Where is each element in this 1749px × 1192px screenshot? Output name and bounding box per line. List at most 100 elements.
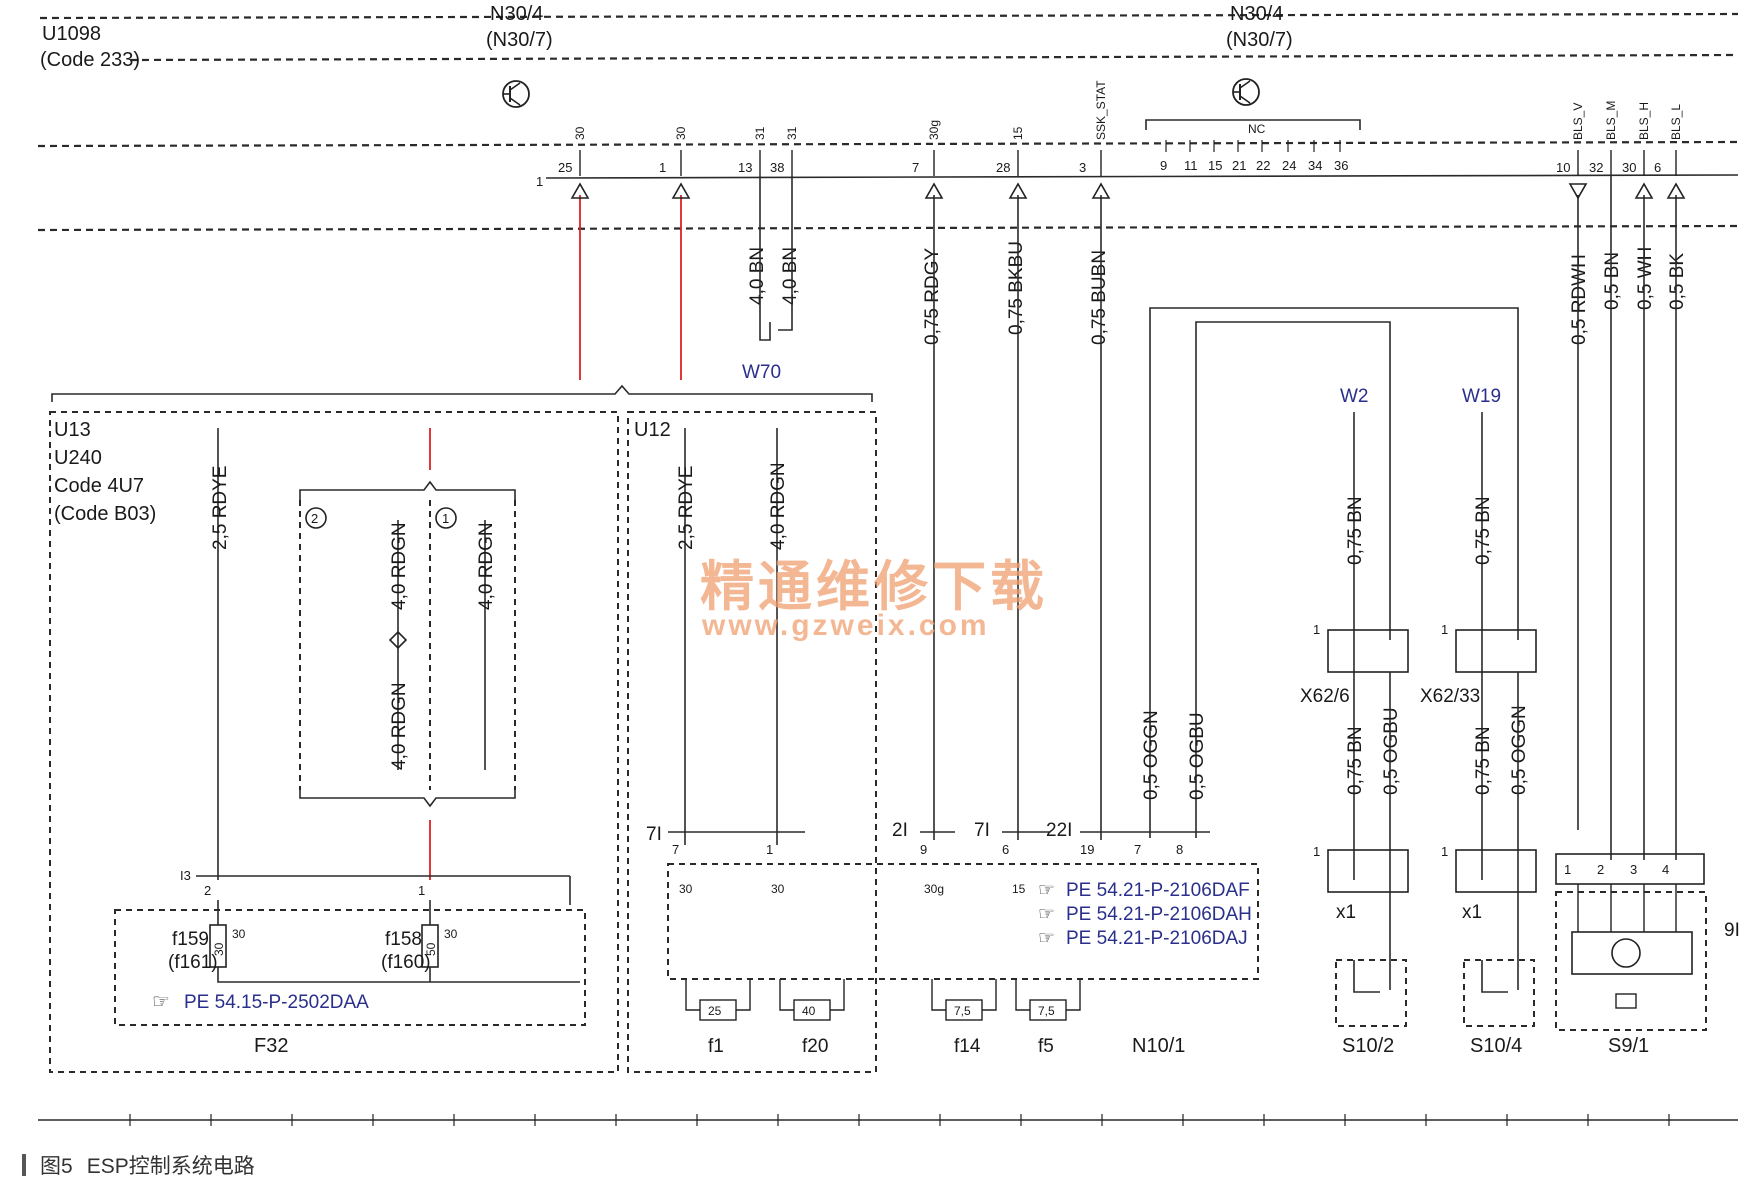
- s9-1-box: [1555, 891, 1707, 1031]
- ground-label-w70: W70: [742, 362, 781, 383]
- w2-label: W2: [1340, 386, 1369, 407]
- f32-pin-1: 1: [418, 883, 425, 898]
- nc-pin-number: 24: [1282, 158, 1296, 173]
- code233-label: (Code 233): [40, 49, 140, 71]
- s9-1-pin-number: 2: [1597, 862, 1604, 877]
- s10-2-box: [1335, 959, 1407, 1027]
- u1098-boundary: [129, 53, 1739, 62]
- x1-b-label: x1: [1462, 902, 1482, 923]
- n304-label-right: N30/4: [1230, 3, 1283, 25]
- x62-33-connector: [1455, 629, 1537, 673]
- f159-sig: 30: [232, 927, 246, 941]
- connector-bottom-boundary: [37, 224, 1739, 232]
- splice-icon: [388, 630, 408, 650]
- w2-wire-label-bottom: 0,75 BN: [1345, 726, 1366, 795]
- s10-4-switch-icon: [1481, 960, 1508, 993]
- connector-bus: [545, 174, 1739, 179]
- n10-pin-8: 8: [1176, 842, 1183, 857]
- n10-pin-19: 19: [1080, 842, 1094, 857]
- svg-text:PE 54.21-P-2106DAH: PE 54.21-P-2106DAH: [1066, 904, 1252, 925]
- svg-text:PE 54.21-P-2106DAJ: PE 54.21-P-2106DAJ: [1066, 928, 1248, 949]
- connector-pin-signal: SSK_STAT: [1094, 80, 1108, 140]
- wire-oggn-loop: [1149, 307, 1519, 838]
- wire-label-6: 0,5 RDWH: [1569, 254, 1590, 345]
- fuse-label: f5: [1038, 1036, 1054, 1057]
- wire-label-1: 4,0 BN: [747, 247, 768, 305]
- u13-wire-label: 2,5 RDYE: [210, 466, 231, 550]
- f158-amp: 50: [424, 942, 438, 956]
- svg-text:2: 2: [311, 511, 318, 526]
- connector-pin-number: 13: [738, 160, 752, 175]
- s9-1-connector: [1555, 853, 1705, 885]
- connector-pin-signal: BLS_M: [1604, 101, 1618, 140]
- watermark-url: www.gzweix.com: [701, 609, 990, 642]
- connector-pin-number: 10: [1556, 160, 1570, 175]
- connector-pin-number: 30: [1622, 160, 1636, 175]
- f32-box: [114, 909, 586, 1026]
- x62-33-label: X62/33: [1420, 686, 1480, 707]
- variant-1-icon: 1: [435, 507, 457, 529]
- wire-label-3: 0,75 RDGY: [922, 248, 943, 345]
- connector-pin-signal: BLS_V: [1571, 103, 1585, 140]
- n307-label-right: (N30/7): [1226, 29, 1293, 51]
- x1-b-pin-one: 1: [1441, 844, 1448, 859]
- connector-pin-number: 7: [912, 160, 919, 175]
- n10-pin-6: 6: [1002, 842, 1009, 857]
- connector-pin-signal: 15: [1011, 126, 1025, 140]
- w19-og-label: 0,5 OGGN: [1509, 705, 1530, 795]
- caption-figure-number: 图5: [40, 1155, 73, 1178]
- f32-pin-2: 2: [204, 883, 211, 898]
- variant-brace-bottom: [299, 790, 516, 808]
- svg-text:☞: ☞: [1038, 880, 1055, 901]
- n10-pin-7: 7: [672, 842, 679, 857]
- nc-bracket: [1145, 119, 1361, 130]
- connector-pin-signal: 31: [753, 126, 767, 140]
- nc-pin-number: 22: [1256, 158, 1270, 173]
- connector-pin-group: 253013013313831730g28153SSK_STAT10BLS_V3…: [558, 80, 1683, 176]
- n10-wire-label-1: 0,5 OGGN: [1141, 710, 1162, 800]
- x62-6-pin-one: 1: [1313, 622, 1320, 637]
- s10-2-switch-icon: [1353, 960, 1380, 993]
- connector-row-start: 1: [536, 174, 543, 189]
- fuse-icon: [793, 999, 831, 1021]
- u1098-label: U1098: [42, 23, 101, 45]
- n304-label-left: N30/4: [490, 3, 543, 25]
- n307-label-left: (N30/7): [486, 29, 553, 51]
- x62-33-pin-one: 1: [1441, 622, 1448, 637]
- connector-pin-number: 32: [1589, 160, 1603, 175]
- variant-2-wire-label-bottom: 4,0 RDGN: [389, 682, 410, 770]
- variant-2-wire-label-top: 4,0 RDGN: [389, 522, 410, 610]
- figure-caption: 图5 ESP控制系统电路: [22, 1148, 255, 1182]
- connector-pin-signal: 30: [674, 126, 688, 140]
- pin-arrow-icons: [570, 182, 1686, 200]
- s9-1-transistor-icon: [1611, 938, 1641, 968]
- x1-a-connector: [1327, 849, 1409, 893]
- f159-label: f159: [172, 929, 209, 950]
- fuse-amp: 25: [708, 1004, 722, 1018]
- s10-4-label: S10/4: [1470, 1035, 1522, 1057]
- n10-grp-2: 2I: [892, 820, 908, 841]
- fuse-label: f1: [708, 1036, 724, 1057]
- svg-text:☞: ☞: [1038, 928, 1055, 949]
- connector-pin-signal: BLS_L: [1669, 104, 1683, 140]
- fuse-amp: 40: [802, 1004, 816, 1018]
- n10-grp-4: 22I: [1046, 820, 1072, 841]
- s10-4-box: [1463, 959, 1535, 1027]
- module-brace: [51, 384, 873, 402]
- s9-1-magnet-icon: [1615, 993, 1637, 1009]
- svg-text:Code 4U7: Code 4U7: [54, 475, 144, 497]
- n10-sig-30g: 30g: [924, 882, 944, 896]
- s9-1-sensor: [1571, 931, 1693, 975]
- s10-2-label: S10/2: [1342, 1035, 1394, 1057]
- u13-module-box: [49, 411, 619, 1073]
- s9-1-pin-number: 1: [1564, 862, 1571, 877]
- variant-1-wire-label: 4,0 RDGN: [476, 522, 497, 610]
- n10-sig-15: 15: [1012, 882, 1026, 896]
- side-label-9i: 9I: [1724, 920, 1740, 941]
- u12-wire-label-2: 4,0 RDGN: [768, 462, 789, 550]
- s9-1-pin-number: 3: [1630, 862, 1637, 877]
- w19-label: W19: [1462, 386, 1501, 407]
